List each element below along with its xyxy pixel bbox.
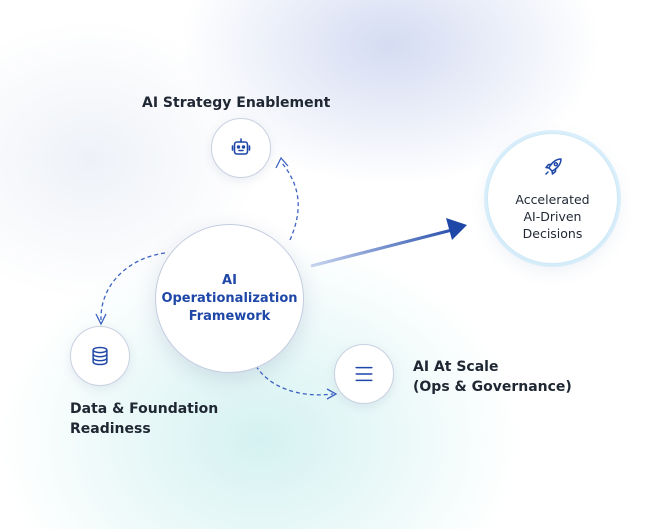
rocket-icon	[544, 158, 562, 175]
outcome-node[interactable]: Accelerated AI-Driven Decisions	[487, 133, 618, 264]
strategy-node[interactable]	[211, 118, 271, 178]
strategy-label: AI Strategy Enablement	[142, 95, 331, 111]
outcome-arrow-head	[446, 218, 467, 240]
data-label: Data & Foundation Readiness	[70, 401, 219, 437]
scale-label: AI At Scale (Ops & Governance)	[413, 359, 572, 395]
database-icon	[92, 346, 108, 366]
scale-node[interactable]	[334, 344, 394, 404]
outcome-arrow-shaft	[310, 228, 453, 268]
connector-to-data	[100, 252, 166, 321]
framework-title: AI Operationalization Framework	[161, 272, 298, 324]
connector-to-strategy	[281, 162, 299, 241]
menu-lines-icon	[355, 366, 373, 382]
robot-icon	[231, 138, 251, 155]
outcome-title: Accelerated AI-Driven Decisions	[515, 192, 590, 241]
framework-center-node[interactable]: AI Operationalization Framework	[155, 224, 304, 373]
data-node[interactable]	[70, 326, 130, 386]
connector-to-scale	[255, 365, 334, 396]
